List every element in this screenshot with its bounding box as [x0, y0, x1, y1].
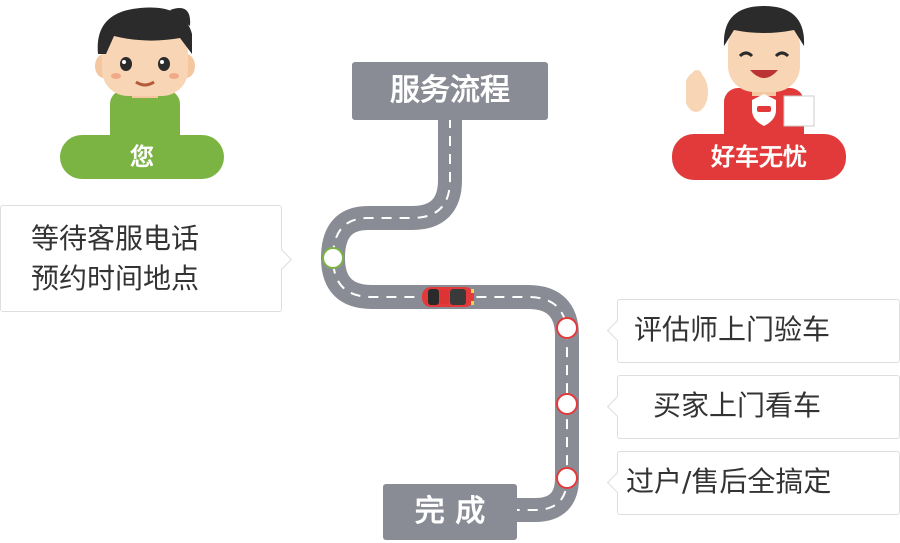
road-lane-marking	[331, 118, 568, 511]
step-card: 买家上门看车	[606, 375, 900, 439]
end-label: 完 成	[383, 484, 517, 540]
agent-badge: 好车无忧	[672, 134, 846, 180]
step-card: 过户/售后全搞定	[606, 451, 900, 515]
step-card: 评估师上门验车	[606, 299, 900, 363]
customer-step-line2: 预约时间地点	[31, 262, 200, 295]
step-label: 评估师上门验车	[634, 313, 831, 346]
marker-customer	[322, 247, 344, 269]
page-title: 服务流程	[352, 62, 548, 120]
customer-badge: 您	[60, 135, 224, 179]
step-label: 买家上门看车	[653, 389, 822, 422]
marker-step-1	[556, 317, 578, 339]
marker-step-3	[556, 467, 578, 489]
car-icon	[422, 287, 474, 307]
customer-step-line1: 等待客服电话	[31, 222, 200, 255]
step-label: 过户/售后全搞定	[626, 465, 832, 498]
agent-avatar	[686, 6, 815, 145]
marker-step-2	[556, 393, 578, 415]
customer-avatar	[95, 7, 195, 142]
customer-step-card: 等待客服电话 预约时间地点	[0, 205, 293, 312]
